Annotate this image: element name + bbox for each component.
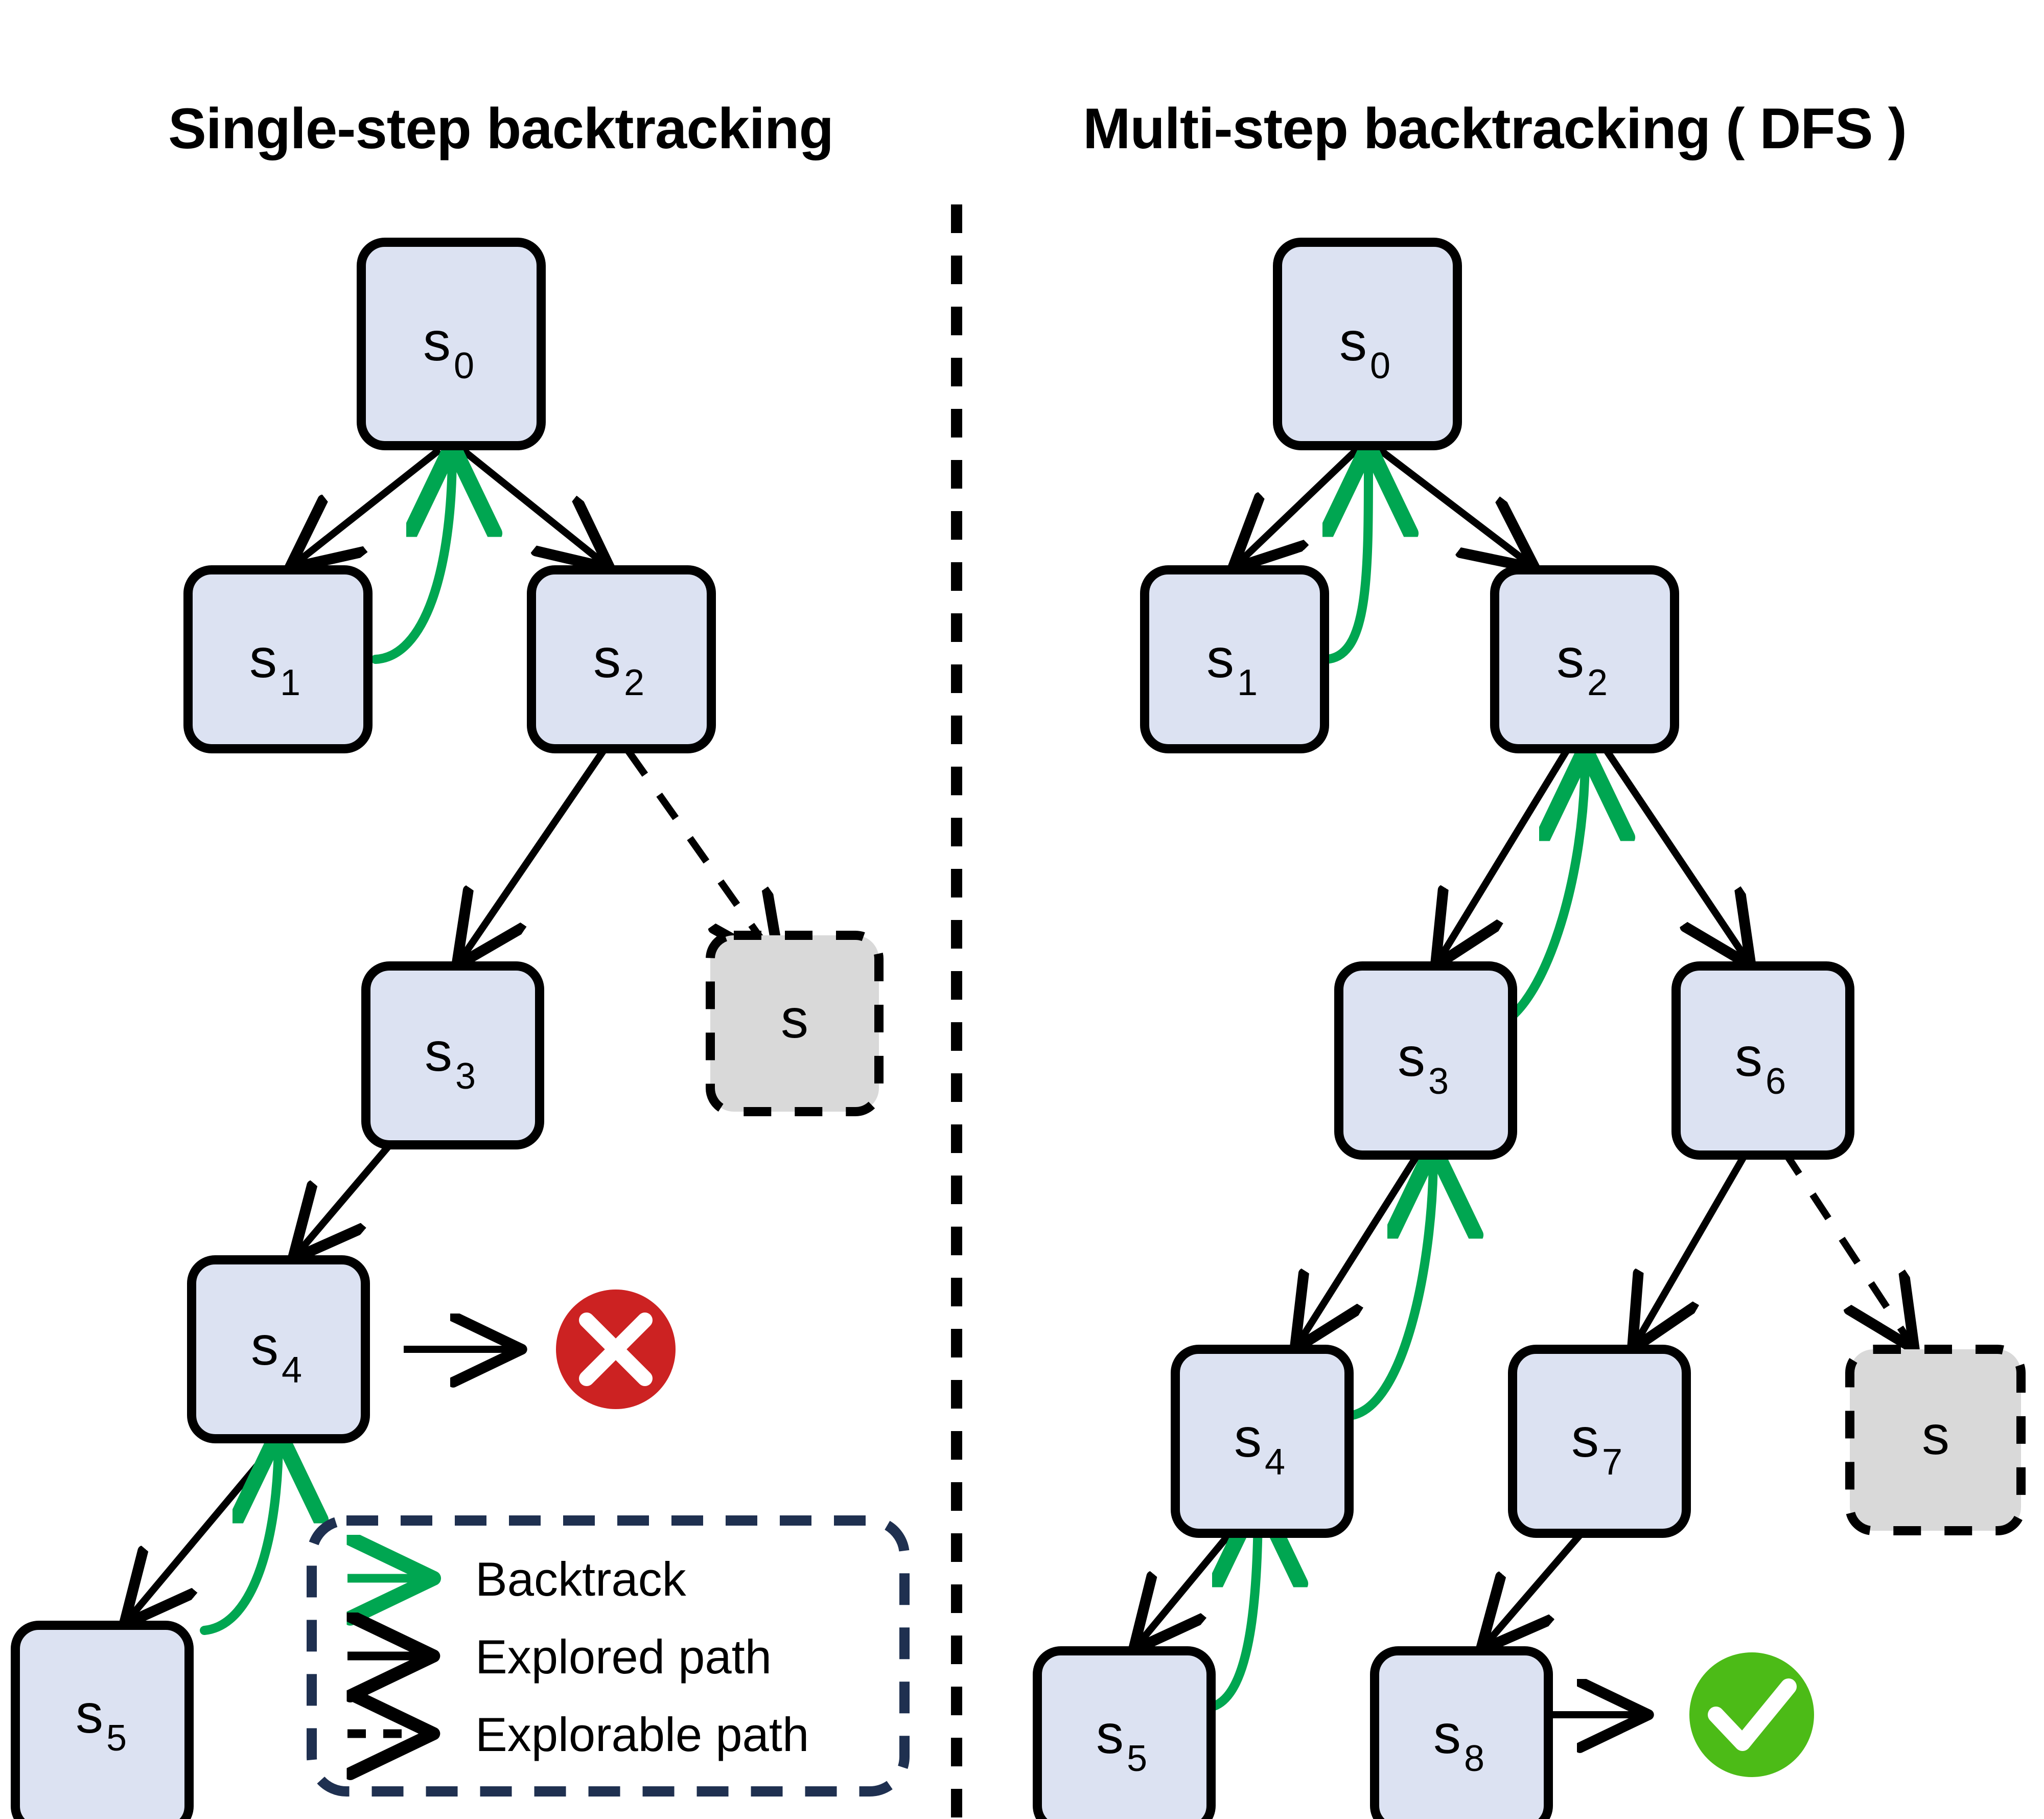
panel-title-multi-step: Multi-step backtracking ( DFS ) [1083, 97, 1907, 160]
legend-label-backtrack: Backtrack [475, 1552, 687, 1606]
node-label: s [1557, 627, 1584, 689]
node-s-explorable-left[interactable]: s [706, 931, 884, 1116]
node-s6-right[interactable]: s 6 [1671, 961, 1854, 1160]
node-label: s [781, 987, 808, 1049]
node-label: s [76, 1683, 103, 1744]
success-icon [1689, 1652, 1814, 1777]
node-subscript: 4 [282, 1350, 302, 1391]
node-subscript: 1 [1237, 662, 1258, 703]
node-label: s [1339, 310, 1367, 372]
node-s0-right[interactable]: s 0 [1273, 238, 1462, 450]
node-subscript: 2 [624, 662, 644, 703]
node-label: s [593, 627, 621, 689]
fail-icon [556, 1290, 676, 1409]
backtrack-s5-to-s4 [1206, 1503, 1258, 1712]
node-s1-left[interactable]: s 1 [183, 565, 373, 753]
legend: Backtrack Explored path Explorable path [307, 1515, 910, 1797]
legend-label-explorable: Explorable path [475, 1708, 809, 1761]
node-subscript: 5 [106, 1718, 127, 1759]
node-s0-left[interactable]: s 0 [357, 238, 546, 450]
panel-multi-step: s 0 s 1 s 2 s 3 s 6 s 4 [1033, 238, 2026, 1819]
node-subscript: 8 [1464, 1738, 1484, 1779]
node-s4-left[interactable]: s 4 [187, 1255, 370, 1443]
node-s2-left[interactable]: s 2 [527, 565, 716, 753]
node-subscript: 0 [1370, 346, 1390, 386]
node-s7-right[interactable]: s 7 [1508, 1345, 1691, 1538]
node-label: s [425, 1021, 452, 1083]
backtrack-s4-to-s3 [1344, 1154, 1433, 1420]
node-subscript: 5 [1127, 1738, 1147, 1779]
node-label: s [1433, 1703, 1461, 1765]
edge-s2-sx-explorable [625, 749, 777, 961]
node-s5-left[interactable]: s 5 [11, 1621, 194, 1819]
node-s8-right[interactable]: s 8 [1370, 1646, 1553, 1819]
node-s2-right[interactable]: s 2 [1490, 565, 1679, 753]
node-subscript: 3 [1428, 1061, 1449, 1102]
node-label: s [1096, 1703, 1124, 1765]
edge-s2-s3 [460, 749, 606, 961]
legend-label-explored: Explored path [475, 1630, 772, 1684]
node-s3-right[interactable]: s 3 [1334, 961, 1517, 1160]
node-label: s [1571, 1407, 1599, 1468]
node-subscript: 4 [1265, 1442, 1285, 1483]
node-label: s [249, 627, 277, 689]
node-subscript: 6 [1766, 1061, 1786, 1102]
node-label: s [423, 310, 451, 372]
backtrack-s1-to-s0 [1321, 452, 1368, 664]
node-subscript: 7 [1602, 1442, 1622, 1483]
node-label: s [1206, 627, 1234, 689]
node-label: s [1735, 1026, 1762, 1088]
node-s1-right[interactable]: s 1 [1140, 565, 1329, 753]
node-s5-right[interactable]: s 5 [1033, 1646, 1216, 1819]
node-label: s [1398, 1026, 1425, 1088]
backtrack-s1-to-s0 [371, 452, 452, 664]
legend-border [307, 1515, 910, 1797]
node-subscript: 2 [1587, 662, 1608, 703]
edge-s6-sx-explorable [1780, 1148, 1911, 1344]
backtrack-s5-to-s4 [200, 1439, 278, 1635]
edge-s6-s7 [1635, 1148, 1751, 1344]
node-label: s [1922, 1404, 1949, 1466]
node-subscript: 0 [454, 346, 474, 386]
node-label: s [1234, 1407, 1262, 1468]
node-subscript: 1 [280, 662, 300, 703]
panel-single-step: s 0 s 1 s 2 s 3 s 4 s 5 [11, 238, 884, 1819]
node-s3-left[interactable]: s 3 [361, 961, 544, 1149]
node-label: s [251, 1315, 278, 1376]
node-s4-right[interactable]: s 4 [1171, 1345, 1354, 1538]
panel-title-single-step: Single-step backtracking [168, 97, 833, 160]
node-s-explorable-right[interactable]: s [1845, 1345, 2026, 1535]
node-subscript: 3 [455, 1056, 476, 1097]
